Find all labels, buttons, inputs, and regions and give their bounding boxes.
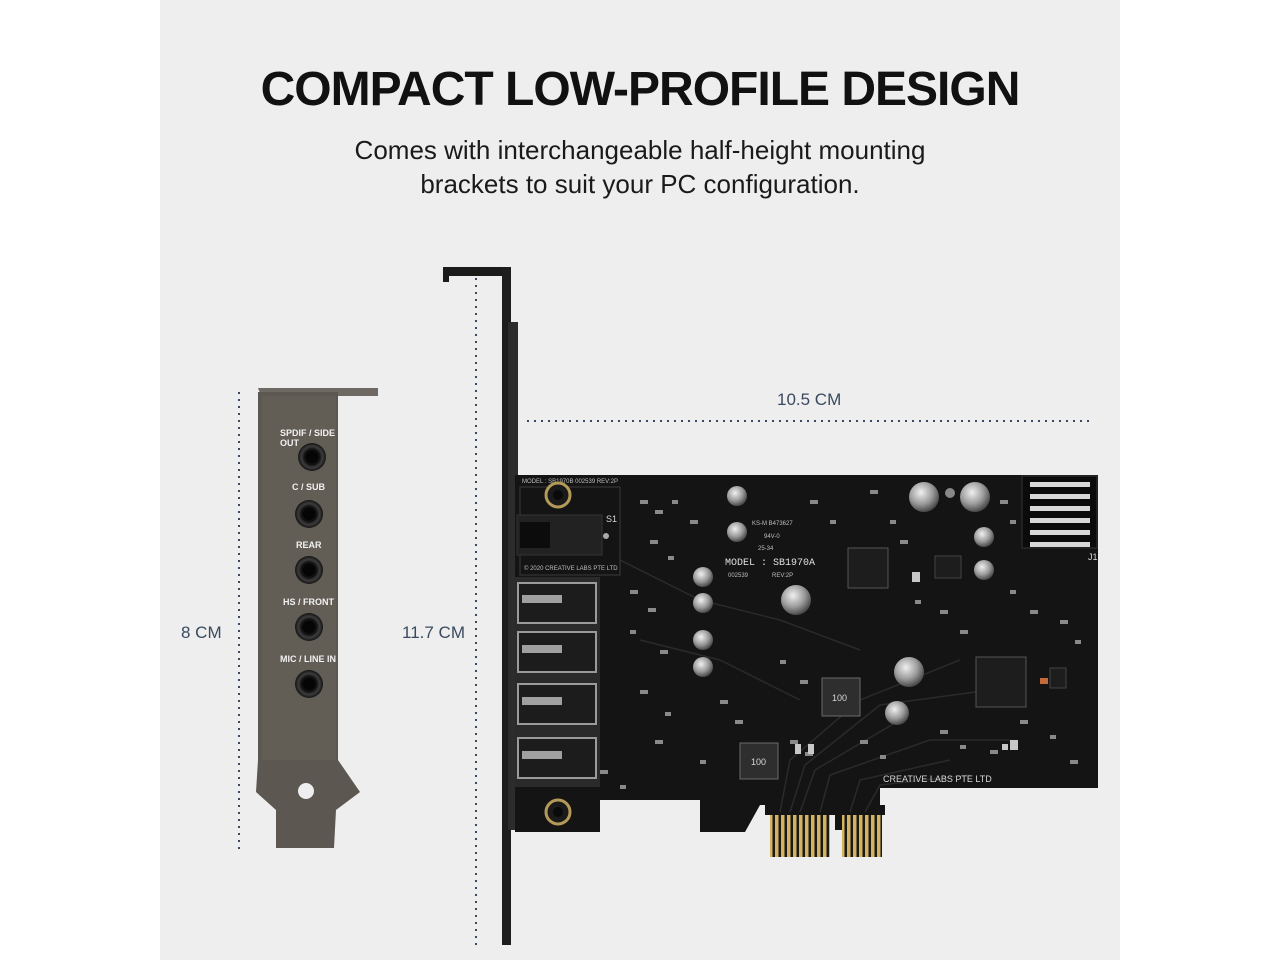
chip-dsp <box>975 656 1027 708</box>
header-j1: J1 <box>1021 475 1098 562</box>
chip-main <box>847 547 889 589</box>
edge-connector-left <box>770 812 830 857</box>
dimension-card-height: 11.7 CM <box>402 623 465 642</box>
silk-rev: REV:2P <box>772 573 793 579</box>
silk-cert: KS-M B473627 <box>752 521 793 527</box>
silk-date: 25-34 <box>758 546 774 552</box>
inductor-2 <box>739 742 779 780</box>
bracket-port-labels: SPDIF / SIDE OUT C / SUB REAR HS / FRONT… <box>280 428 336 664</box>
silk-j1: J1 <box>1088 552 1098 562</box>
edge-connector-right <box>842 812 882 857</box>
port-label-mic-line: MIC / LINE IN <box>280 654 336 664</box>
subtitle-line-1: Comes with interchangeable half-height m… <box>354 135 926 165</box>
subtitle: Comes with interchangeable half-height m… <box>0 133 1280 201</box>
silk-top-strip: MODEL : SB1970B 002539 REV:2P <box>522 479 618 485</box>
pcb-board: MODEL : SB1970B 002539 REV:2P © 2020 CRE… <box>515 475 1098 857</box>
subtitle-line-2: brackets to suit your PC configuration. <box>420 169 860 199</box>
port-label-hs-front: HS / FRONT <box>283 597 335 607</box>
silk-switch: S1 <box>606 514 617 524</box>
silk-rating: 94V-0 <box>764 534 780 540</box>
dimension-card-width: 10.5 CM <box>777 390 842 409</box>
port-label-spdif-2: OUT <box>280 438 300 448</box>
dimension-bracket-height: 8 CM <box>181 623 222 642</box>
capacitors <box>693 482 994 725</box>
bracket-jacks <box>295 443 326 698</box>
silk-serial: 002539 <box>728 573 749 579</box>
silk-maker: CREATIVE LABS PTE LTD <box>883 774 992 784</box>
port-label-spdif-1: SPDIF / SIDE <box>280 428 335 438</box>
port-label-rear: REAR <box>296 540 322 550</box>
inductor-1 <box>821 677 861 717</box>
silk-inductor-1: 100 <box>832 693 847 703</box>
port-label-csub: C / SUB <box>292 482 326 492</box>
full-height-bracket <box>443 267 518 945</box>
silk-copyright: © 2020 CREATIVE LABS PTE LTD <box>524 565 618 572</box>
audio-jack-stack <box>515 577 600 787</box>
headline: COMPACT LOW-PROFILE DESIGN <box>260 63 1021 116</box>
silk-model: MODEL : SB1970A <box>725 558 815 569</box>
low-profile-bracket: SPDIF / SIDE OUT C / SUB REAR HS / FRONT… <box>256 388 378 848</box>
silk-inductor-2: 100 <box>751 757 766 767</box>
